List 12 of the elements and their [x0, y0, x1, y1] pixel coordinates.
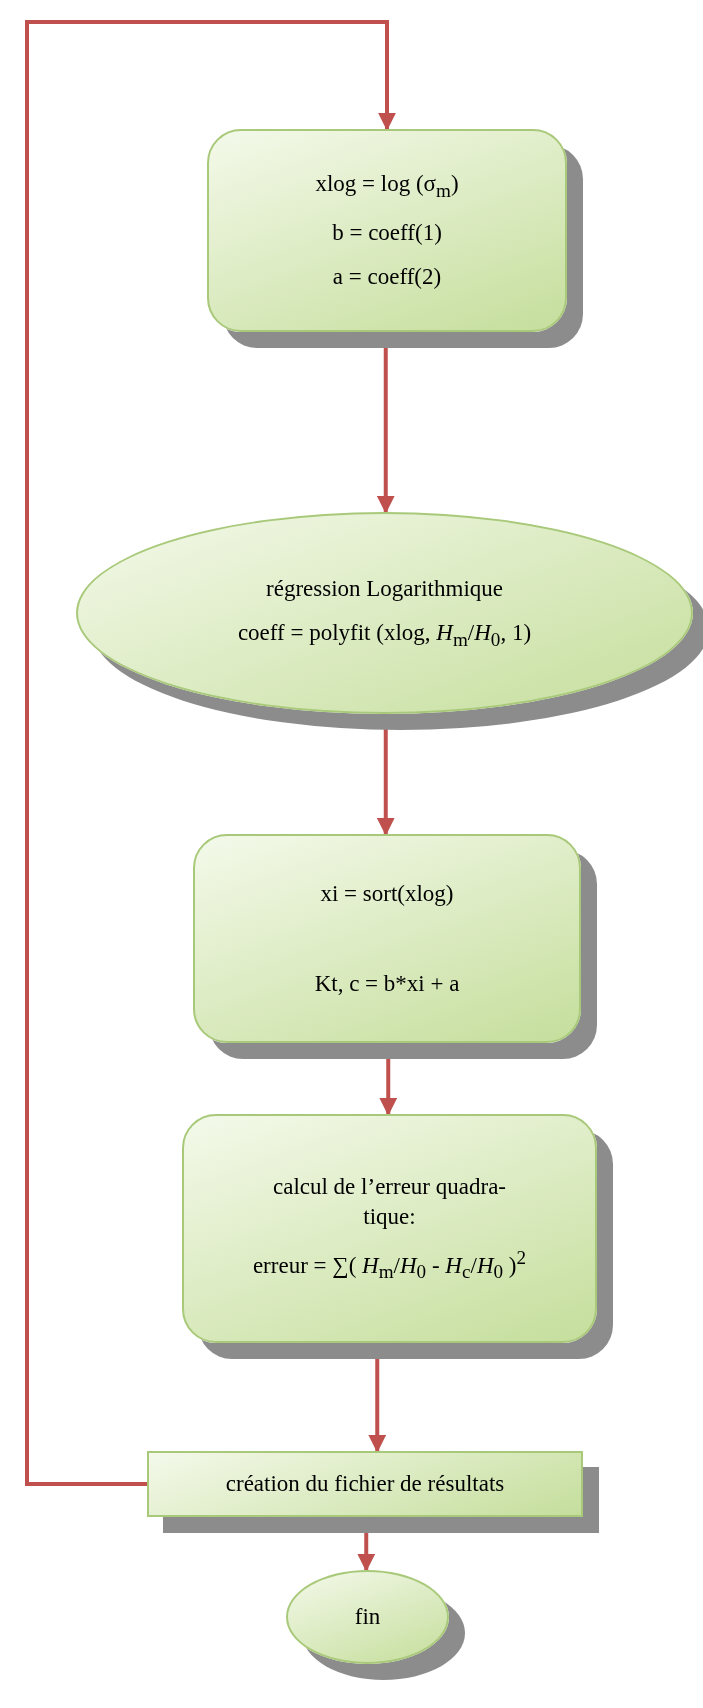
node-text: xi = sort(xlog) [320, 879, 454, 908]
node-text: coeff = polyfit (xlog, H$_{m}$/H$_{0}$, 1) [237, 618, 532, 652]
node-text: b = coeff(1) [332, 218, 442, 247]
node-text: création du fichier de résultats [225, 1470, 505, 1499]
node-text: régression Logarithmique [266, 574, 503, 603]
node-text: erreur = ∑( H$_{m}$/H$_{0}$ - H$_{c}$/H$_{0}$ )$^{2}$ [252, 1245, 527, 1285]
node-text: calcul de l’erreur quadra- tique: [271, 1173, 507, 1231]
arrow [25, 20, 396, 1486]
node-text: xlog = log (σ$_{m}$) [315, 170, 459, 203]
node-text: Kt, c = b*xi + a [314, 969, 460, 998]
node-text: fin [354, 1603, 381, 1632]
node-text: a = coeff(2) [332, 262, 442, 291]
